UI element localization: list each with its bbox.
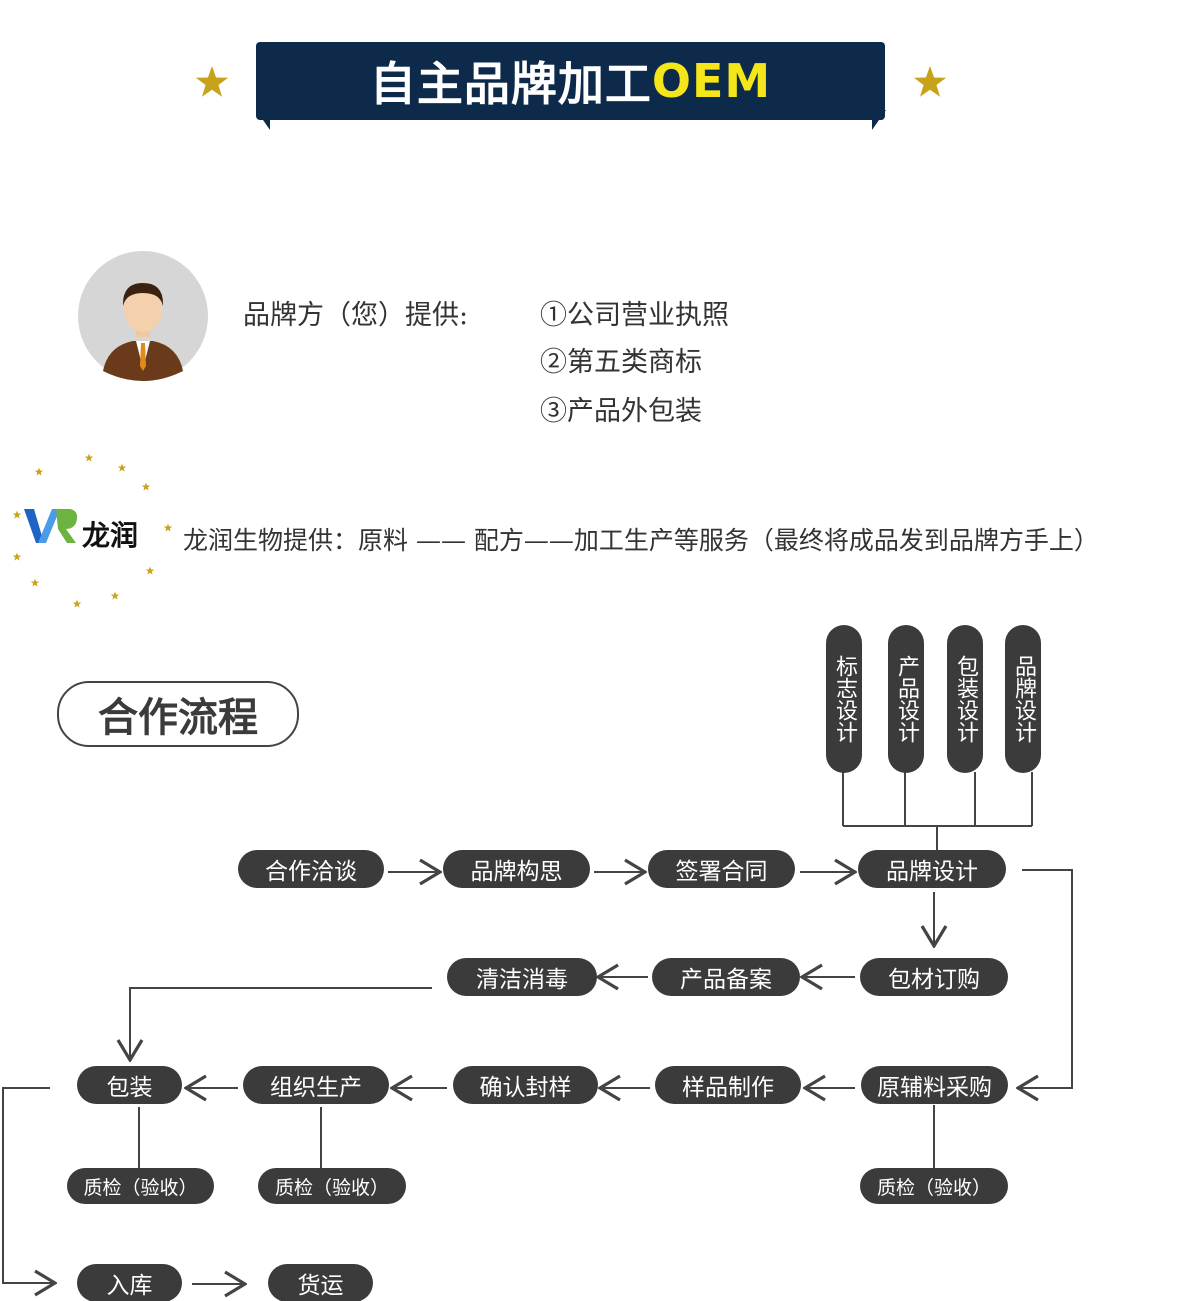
design-step: 标志设计 xyxy=(826,625,862,773)
flow-step: 品牌设计 xyxy=(858,850,1006,888)
flow-step: 原辅料采购 xyxy=(861,1066,1008,1104)
flow-step: 产品备案 xyxy=(652,958,800,996)
design-step: 品牌设计 xyxy=(1005,625,1041,773)
flow-step: 签署合同 xyxy=(648,850,795,888)
flow-step: 入库 xyxy=(77,1264,182,1301)
title-accent: OEM xyxy=(651,54,772,108)
flow-step: 包装 xyxy=(77,1066,182,1104)
flow-step: 货运 xyxy=(268,1264,373,1301)
flow-step: 包材订购 xyxy=(860,958,1008,996)
flow-step: 组织生产 xyxy=(243,1066,389,1104)
process-title: 合作流程 xyxy=(57,681,299,747)
brand-owner-item: ①公司营业执照 xyxy=(540,300,729,331)
flow-step: 确认封样 xyxy=(453,1066,598,1104)
qc-step: 质检（验收） xyxy=(258,1168,406,1204)
brand-owner-label: 品牌方（您）提供: xyxy=(243,300,469,331)
provider-description: 龙润生物提供：原料 —— 配方——加工生产等服务（最终将成品发到品牌方手上） xyxy=(183,526,1099,555)
flow-step: 样品制作 xyxy=(655,1066,801,1104)
flow-step: 清洁消毒 xyxy=(447,958,597,996)
qc-step: 质检（验收） xyxy=(67,1168,214,1204)
brand-owner-item: ③产品外包装 xyxy=(540,396,702,427)
brand-owner-item: ②第五类商标 xyxy=(540,347,702,378)
flow-step: 品牌构思 xyxy=(443,850,590,888)
logo-vr-icon xyxy=(22,505,82,550)
flow-step: 合作洽谈 xyxy=(238,850,384,888)
title-text: 自主品牌加工 xyxy=(369,57,652,111)
logo-text: 龙润 xyxy=(82,519,139,552)
design-step: 包装设计 xyxy=(947,625,983,773)
qc-step: 质检（验收） xyxy=(860,1168,1008,1204)
avatar xyxy=(78,251,208,381)
design-step: 产品设计 xyxy=(888,625,924,773)
